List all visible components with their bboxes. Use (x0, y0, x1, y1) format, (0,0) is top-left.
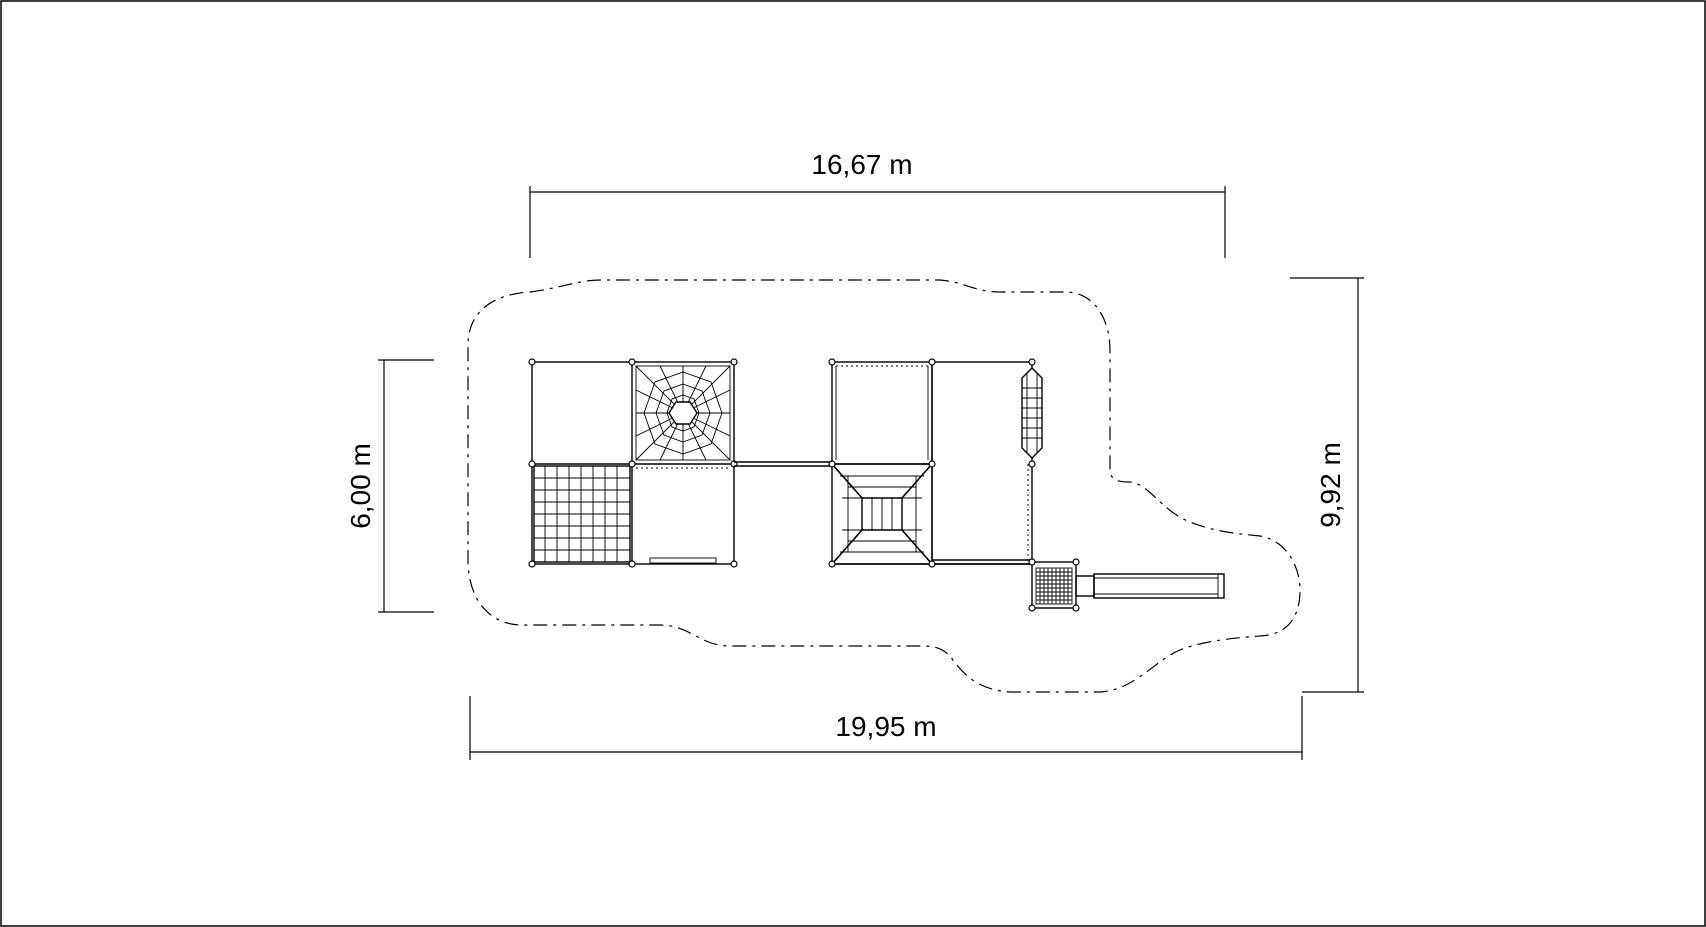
right-tower-group (828, 358, 1043, 568)
post (828, 460, 836, 468)
safety-zone-outline (467, 279, 1301, 693)
post (1028, 358, 1036, 366)
post (628, 358, 636, 366)
dimension-top-label: 16,67 m (811, 149, 912, 180)
post (928, 560, 936, 568)
post (628, 460, 636, 468)
tower-net-grid (1035, 567, 1073, 605)
spider-web-net (635, 365, 731, 461)
post (730, 560, 738, 568)
post (928, 460, 936, 468)
left-tower-group (528, 358, 738, 568)
post (1028, 604, 1036, 612)
slide-tower (1028, 558, 1080, 612)
connecting-bridge (734, 461, 832, 467)
post (1072, 558, 1080, 566)
post (828, 560, 836, 568)
post (528, 560, 536, 568)
post (1072, 604, 1080, 612)
climbing-net-grid (533, 465, 631, 563)
dimension-top: 16,67 m (529, 149, 1226, 258)
post (1028, 460, 1036, 468)
post (1028, 558, 1036, 566)
dimension-bottom-label: 19,95 m (835, 711, 936, 742)
dimension-left-label: 6,00 m (345, 443, 376, 529)
rope-ladder (1021, 367, 1043, 459)
dimension-left: 6,00 m (345, 359, 434, 613)
post (730, 358, 738, 366)
dimension-right-label: 9,92 m (1315, 442, 1346, 528)
deck-platform (835, 365, 929, 460)
post (928, 358, 936, 366)
post (828, 358, 836, 366)
deck-platform (531, 361, 633, 465)
post (528, 460, 536, 468)
post (628, 560, 636, 568)
dimension-bottom: 19,95 m (469, 696, 1303, 760)
dimension-right: 9,92 m (1290, 277, 1364, 693)
slide (1075, 573, 1225, 599)
post (528, 358, 536, 366)
deck-with-step (636, 467, 730, 564)
